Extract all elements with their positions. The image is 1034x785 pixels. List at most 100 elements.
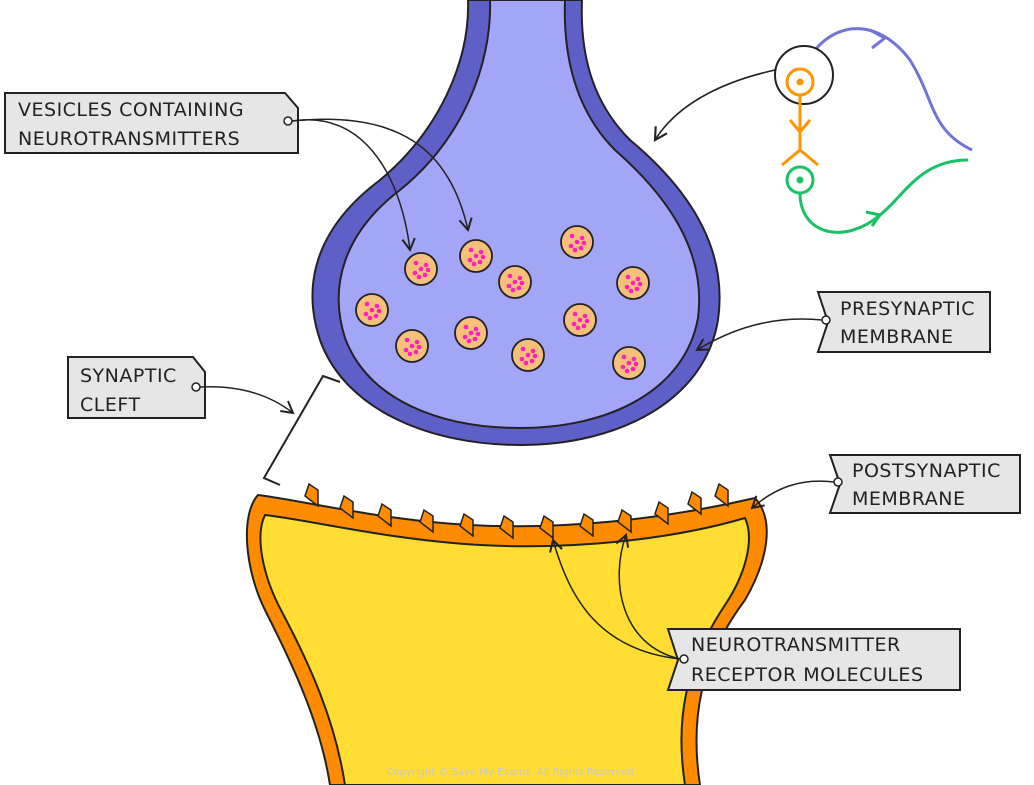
- vesicle: [454, 316, 488, 350]
- label-line-2: NEUROTRANSMITTERS: [18, 128, 240, 150]
- neurotransmitter-dot: [462, 334, 468, 340]
- neurotransmitter-dot: [572, 311, 578, 317]
- neurotransmitter-dot: [582, 313, 588, 319]
- vesicle: [563, 303, 597, 337]
- neurotransmitter-dot: [473, 253, 479, 259]
- vesicle: [404, 252, 438, 286]
- vesicle: [498, 265, 532, 299]
- label-vesicles: VESICLES CONTAINING NEUROTRANSMITTERS: [4, 92, 473, 253]
- neurotransmitter-dot: [468, 247, 474, 253]
- label-line-1: VESICLES CONTAINING: [18, 99, 244, 121]
- neurotransmitter-dot: [529, 358, 535, 364]
- vesicle: [612, 346, 646, 380]
- receptor-molecule: [419, 508, 434, 534]
- neurotransmitter-dot: [414, 339, 420, 345]
- label-presynaptic-membrane: PRESYNAPTIC MEMBRANE: [695, 291, 991, 353]
- neurotransmitter-dot: [416, 344, 422, 350]
- neurotransmitter-dot: [369, 307, 375, 313]
- neurotransmitter-dot: [530, 348, 536, 354]
- neurotransmitter-dot: [625, 274, 631, 280]
- label-synaptic-cleft: SYNAPTIC CLEFT: [67, 356, 295, 419]
- neurotransmitter-dot: [581, 240, 587, 246]
- label-receptor-molecules: NEUROTRANSMITTER RECEPTOR MOLECULES: [549, 533, 961, 691]
- label-line-2: MEMBRANE: [840, 326, 953, 348]
- neurotransmitter-dot: [525, 352, 531, 358]
- neurotransmitter-dot: [374, 303, 380, 309]
- orange-nucleus: [796, 78, 804, 86]
- neurotransmitter-dot: [577, 317, 583, 323]
- neurotransmitter-dot: [413, 260, 419, 266]
- neurotransmitter-dot: [468, 330, 474, 336]
- presynaptic-cytoplasm: [337, 0, 701, 430]
- neurotransmitter-dot: [517, 275, 523, 281]
- copyright-text: Copyright © Save My Exams. All Rights Re…: [386, 767, 633, 778]
- neurotransmitter-dot: [404, 337, 410, 343]
- label-line-2: RECEPTOR MOLECULES: [691, 664, 924, 686]
- neurotransmitter-dot: [477, 259, 483, 265]
- vesicle: [459, 239, 493, 273]
- synaptic-cleft-bracket: [262, 374, 341, 486]
- neurotransmitter-dot: [475, 331, 481, 337]
- label-postsynaptic-membrane: POSTSYNAPTIC MEMBRANE: [750, 454, 1021, 514]
- neurotransmitter-dot: [519, 356, 525, 362]
- neurotransmitter-dot: [471, 261, 477, 267]
- green-nucleus: [796, 176, 804, 184]
- neurotransmitter-dot: [581, 323, 587, 329]
- neurotransmitter-dot: [630, 366, 636, 372]
- receptor-molecule: [304, 482, 319, 508]
- label-box: [666, 628, 961, 691]
- neurotransmitter-dot: [633, 361, 639, 367]
- neurotransmitter-dot: [620, 364, 626, 370]
- neurotransmitter-dot: [519, 280, 525, 286]
- neurotransmitter-dot: [512, 279, 518, 285]
- relay-neuron-orange: [781, 95, 819, 167]
- neurotransmitter-dot: [572, 247, 578, 253]
- neurotransmitter-dot: [478, 249, 484, 255]
- receptor-molecule: [617, 508, 632, 534]
- pointer-line: [750, 480, 835, 510]
- pointer-line: [615, 533, 681, 660]
- neurotransmitter-dot: [579, 235, 585, 241]
- neurotransmitter-dot: [403, 347, 409, 353]
- neurotransmitter-dot: [628, 288, 634, 294]
- label-box: [4, 92, 299, 154]
- receptor-molecule: [377, 502, 392, 528]
- neurotransmitter-dot: [574, 239, 580, 245]
- label-line-1: NEUROTRANSMITTER: [691, 634, 901, 656]
- pointer-arrow: [653, 69, 776, 142]
- neurotransmitter-dot: [412, 270, 418, 276]
- neurotransmitter-dot: [584, 318, 590, 324]
- label-line-2: MEMBRANE: [852, 488, 965, 510]
- pointer-line: [549, 538, 681, 660]
- receptor-molecules: [304, 482, 729, 540]
- green-direction-arrow: [865, 210, 883, 227]
- receptor-molecule: [459, 512, 474, 538]
- neurotransmitter-dot: [621, 354, 627, 360]
- neurotransmitter-dot: [363, 311, 369, 317]
- neurotransmitter-dot: [520, 346, 526, 352]
- neurotransmitter-dot: [507, 273, 513, 279]
- neurotransmitter-dot: [423, 262, 429, 268]
- neurotransmitter-dot: [506, 283, 512, 289]
- vesicle: [511, 338, 545, 372]
- neurotransmitter-dot: [416, 274, 422, 280]
- neurotransmitter-dot: [634, 286, 640, 292]
- neurotransmitter-dot: [463, 324, 469, 330]
- pointer-line: [291, 118, 473, 233]
- receptor-molecule: [499, 514, 514, 540]
- vesicle: [395, 329, 429, 363]
- receptor-molecule: [687, 490, 702, 516]
- neurotransmitter-dot: [635, 276, 641, 282]
- motor-neuron-green: [798, 158, 969, 234]
- postsynaptic-cytoplasm: [259, 513, 750, 785]
- neurotransmitter-dot: [472, 336, 478, 342]
- neurotransmitter-dot: [480, 254, 486, 260]
- pointer-line: [291, 118, 416, 253]
- blue-direction-arrow: [869, 28, 888, 50]
- receptor-molecule: [339, 494, 354, 520]
- neurotransmitter-dot: [409, 343, 415, 349]
- neurotransmitter-dot: [637, 281, 643, 287]
- neurotransmitter-dot: [523, 360, 529, 366]
- neurotransmitter-dot: [364, 301, 370, 307]
